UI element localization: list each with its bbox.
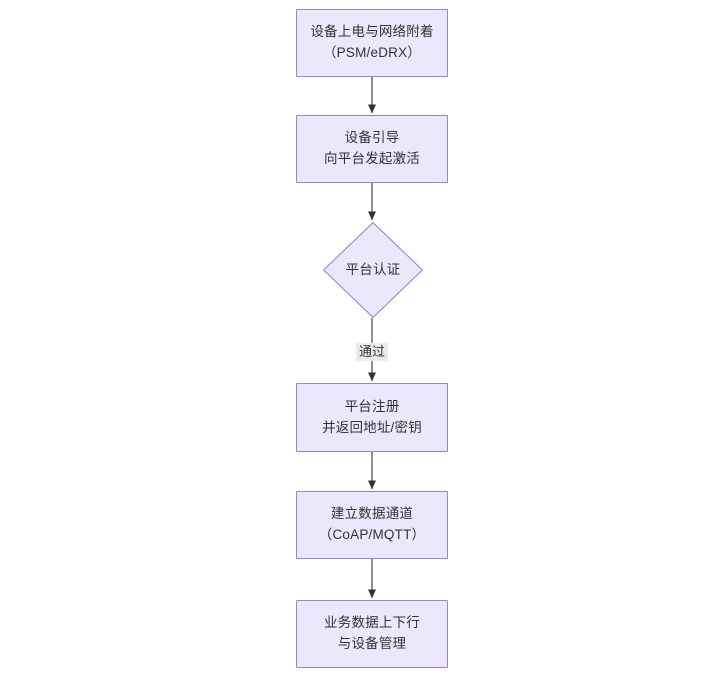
node-platform-registration[interactable]: 平台注册 并返回地址/密钥 (296, 383, 448, 452)
node-business-data-and-device-management[interactable]: 业务数据上下行 与设备管理 (296, 600, 448, 668)
diamond-shape (323, 222, 423, 318)
node-text-line: 业务数据上下行 (324, 615, 420, 631)
node-text-line: 平台认证 (345, 261, 401, 277)
node-text-line: 向平台发起激活 (324, 151, 420, 166)
edge-label-pass: 通过 (355, 342, 389, 362)
node-text-line: 建立数据通道 (330, 506, 414, 522)
node-platform-authentication[interactable]: 平台认证 (323, 222, 423, 318)
node-establish-data-channel[interactable]: 建立数据通道 （CoAP/MQTT） (296, 491, 448, 559)
node-text-line: 并返回地址/密钥 (322, 419, 422, 435)
node-text-line: 设备上电与网络附着 (310, 24, 434, 40)
node-text-line: 设备引导 (344, 130, 400, 146)
node-device-power-on[interactable]: 设备上电与网络附着 （PSM/eDRX） (296, 9, 448, 77)
node-text-line: （CoAP/MQTT） (318, 527, 426, 542)
node-text-line: 与设备管理 (337, 636, 407, 651)
node-text-line: 平台注册 (344, 398, 400, 414)
node-device-bootstrap[interactable]: 设备引导 向平台发起激活 (296, 115, 448, 183)
node-text-line: （PSM/eDRX） (322, 45, 422, 60)
